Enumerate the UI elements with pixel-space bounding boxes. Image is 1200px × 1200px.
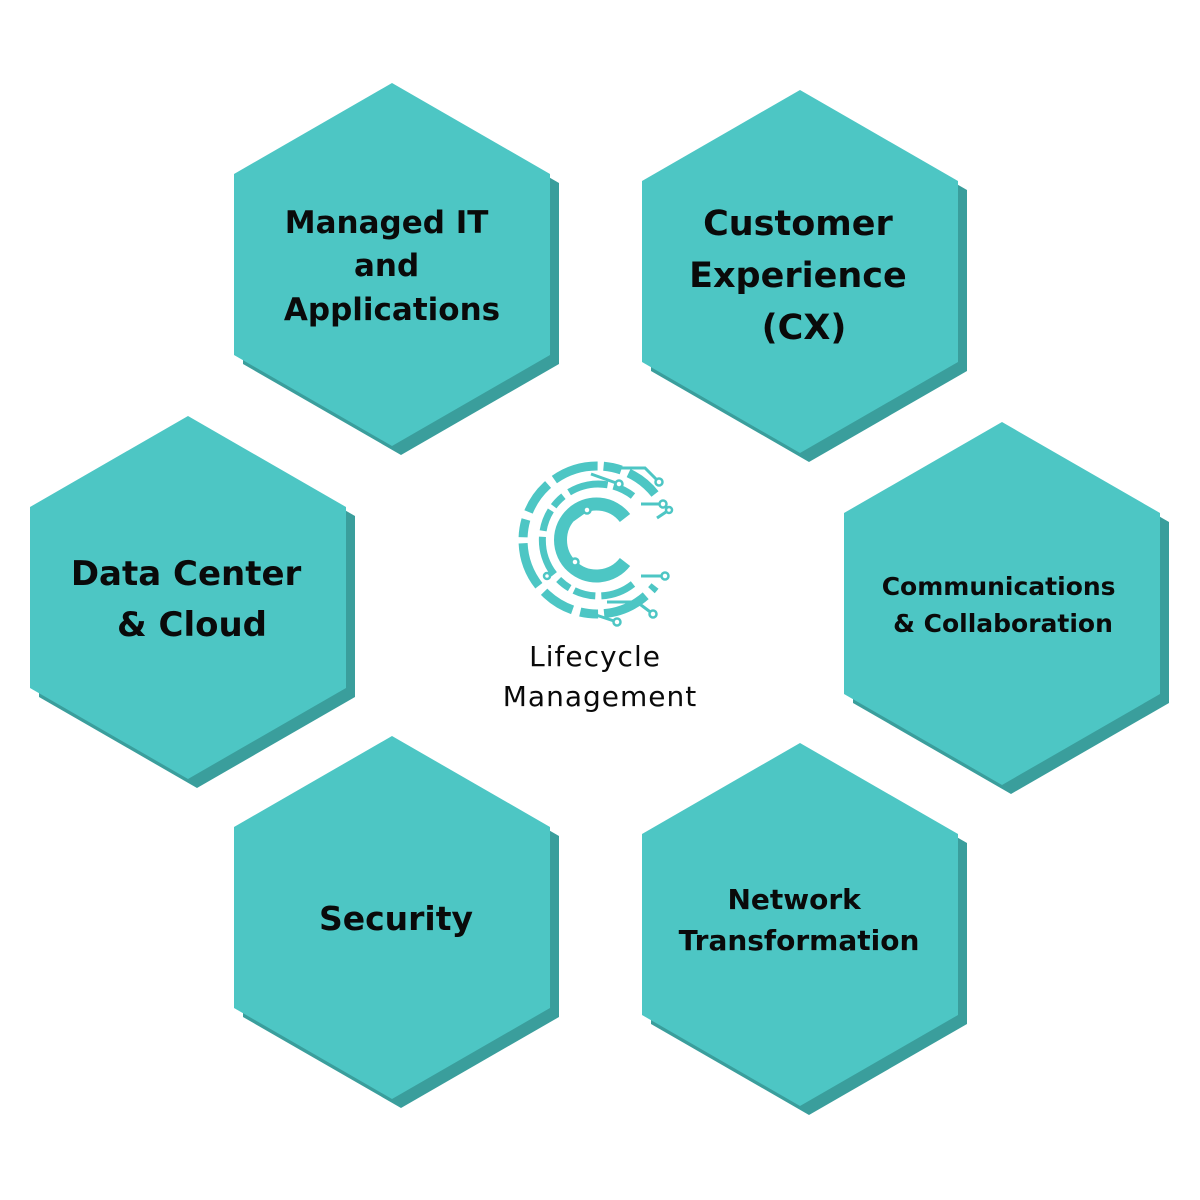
hexagon-communications: Communications & Collaboration [844, 422, 1169, 794]
logo-middle-arc [538, 480, 636, 600]
hexagon-network-label: Network Transformation [679, 883, 920, 957]
hexagon-managed-it: Managed IT and Applications [234, 83, 559, 455]
hexagon-network-face [642, 743, 958, 1106]
logo-outer-arc [518, 461, 659, 619]
hexagon-customer-experience-label: Customer Experience (CX) [689, 204, 919, 348]
hexagon-managed-it-label: Managed IT and Applications [284, 205, 500, 328]
logo-inner-c [554, 497, 631, 583]
hexagon-data-center-label: Data Center & Cloud [71, 554, 313, 645]
hexagon-data-center: Data Center & Cloud [30, 416, 355, 788]
center-label-line2: Management [503, 680, 697, 713]
hexagon-data-center-face [30, 416, 346, 779]
hexagon-customer-experience: Customer Experience (CX) [642, 90, 967, 462]
hexagon-managed-it-face [234, 83, 550, 446]
hexagon-security: Security [234, 736, 559, 1108]
hexagon-communications-face [844, 422, 1160, 785]
hexagon-customer-experience-face [642, 90, 958, 453]
logo-circuit-nodes [542, 477, 674, 627]
hexagon-security-label: Security [319, 899, 473, 938]
hexagon-communications-label: Communications & Collaboration [882, 572, 1125, 638]
center-label-line1: Lifecycle [529, 640, 661, 673]
center-label: Lifecycle Management [503, 640, 697, 713]
hexagon-security-face [234, 736, 550, 1099]
circuit-c-icon [518, 461, 674, 627]
hexagon-network: Network Transformation [642, 743, 967, 1115]
